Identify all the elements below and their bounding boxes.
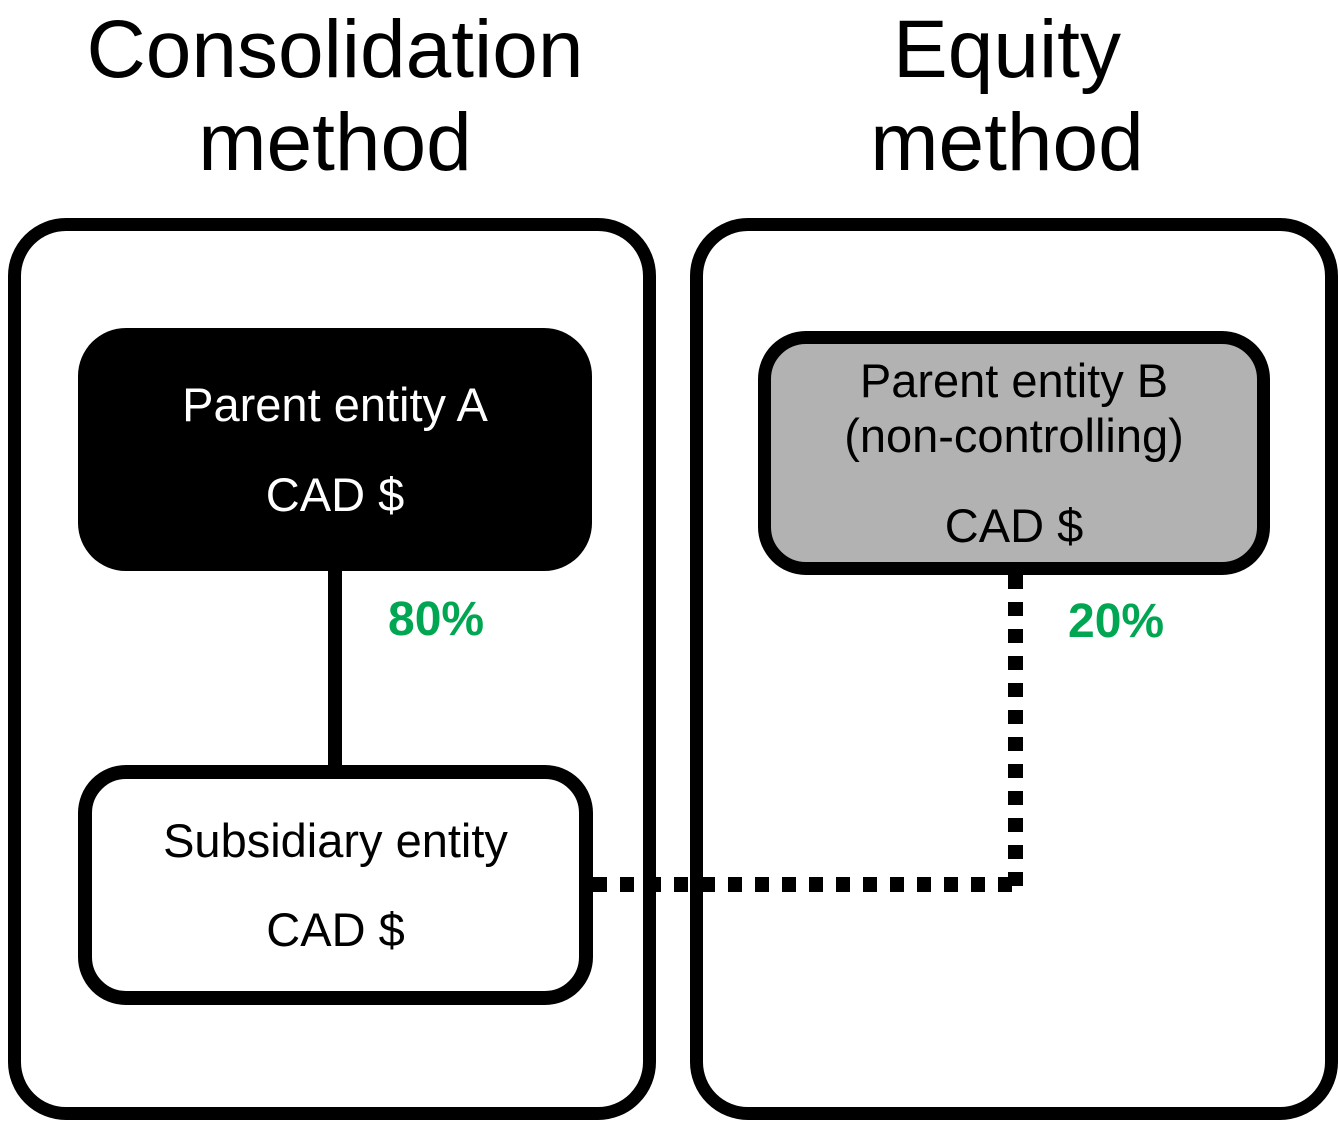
parent-b-dotted-line-vertical: [1008, 575, 1023, 892]
parent-entity-a-name: Parent entity A: [182, 378, 488, 432]
subsidiary-entity-box: Subsidiary entity CAD $: [78, 765, 593, 1005]
equity-method-title: Equity method: [870, 4, 1144, 188]
parent-entity-b-name: Parent entity B: [859, 353, 1169, 407]
subsidiary-to-parent-b-dotted-line: [593, 877, 1023, 892]
parent-entity-b-box: Parent entity B (non-controlling) CAD $: [758, 331, 1270, 575]
ownership-20-label: 20%: [1068, 595, 1165, 648]
consolidation-method-title: Consolidation method: [86, 4, 584, 188]
subsidiary-entity-currency: CAD $: [266, 903, 405, 956]
parent-entity-b-currency: CAD $: [944, 498, 1084, 552]
subsidiary-entity-name: Subsidiary entity: [163, 813, 508, 867]
parent-entity-a-box: Parent entity A CAD $: [78, 328, 592, 571]
parent-a-to-subsidiary-line: [328, 569, 342, 769]
ownership-80-label: 80%: [388, 593, 485, 646]
parent-entity-a-currency: CAD $: [265, 467, 405, 521]
parent-entity-b-qualifier: (non-controlling): [844, 409, 1184, 463]
